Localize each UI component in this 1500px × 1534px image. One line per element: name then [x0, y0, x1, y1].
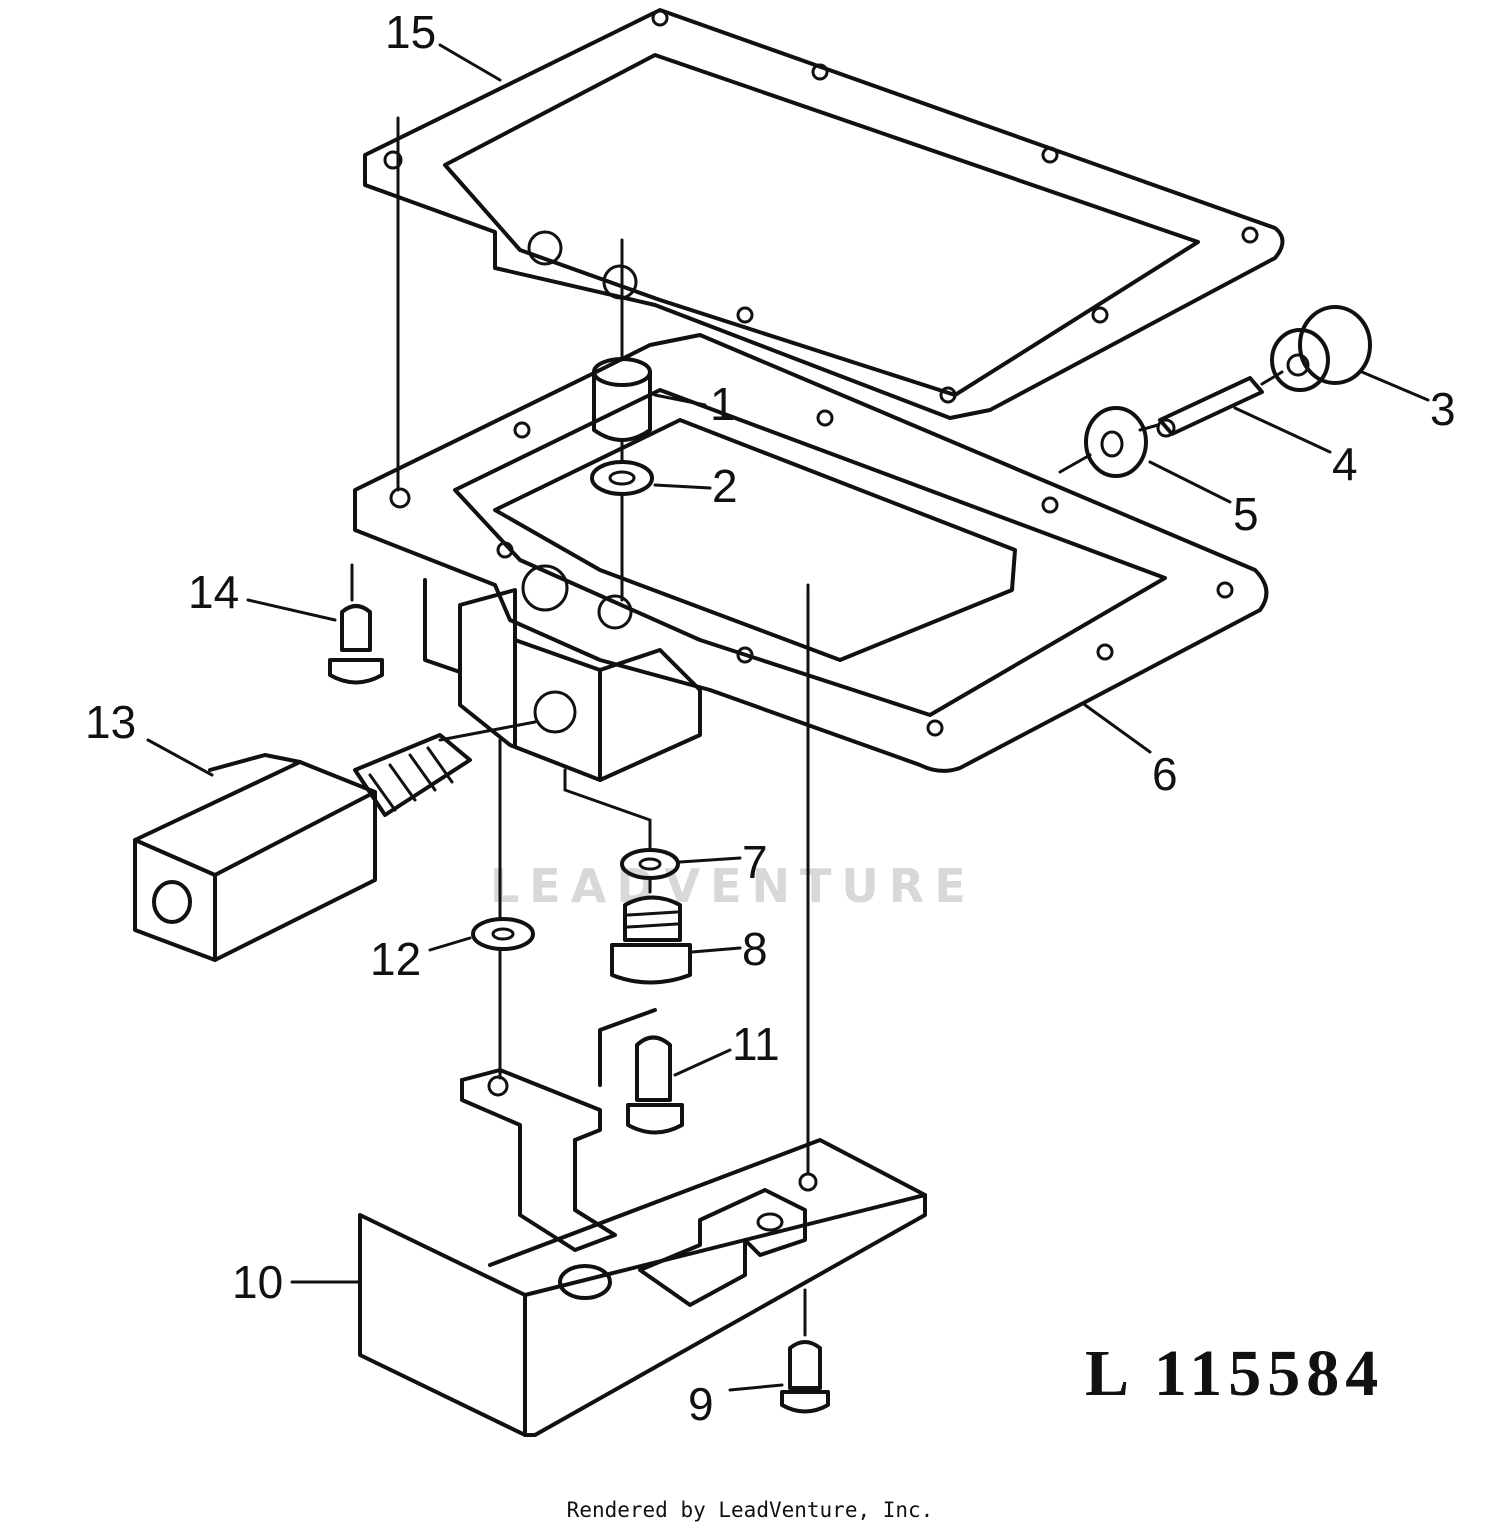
- part-14-screw: [328, 604, 384, 685]
- callout-4: 4: [1332, 438, 1358, 490]
- part-2-ring: [590, 460, 654, 496]
- part-6-cover: [353, 333, 1269, 773]
- part-4-pin: [1156, 376, 1264, 438]
- callout-6: 6: [1152, 748, 1178, 800]
- credit-footer: Rendered by LeadVenture, Inc.: [566, 1498, 934, 1522]
- callout-10: 10: [232, 1256, 283, 1308]
- part-13-solenoid: [133, 733, 472, 962]
- callout-labels: 1 2 3 4 5 6 7 8 9 10 11 12 13 14 15: [85, 6, 1456, 1430]
- leader-lines: [146, 43, 1430, 1392]
- callout-15: 15: [385, 6, 436, 58]
- callout-9: 9: [688, 1378, 714, 1430]
- assembly-lines: [350, 116, 1284, 1337]
- callout-12: 12: [370, 933, 421, 985]
- callout-8: 8: [742, 923, 768, 975]
- part-10-bracket: [358, 1008, 927, 1437]
- callout-3: 3: [1430, 383, 1456, 435]
- figure-id: L 115584: [1085, 1337, 1384, 1410]
- callout-14: 14: [188, 566, 239, 618]
- part-11-screw: [626, 1035, 684, 1135]
- part-9-screw: [780, 1340, 830, 1414]
- callout-11: 11: [732, 1018, 780, 1070]
- part-3-plug: [1270, 305, 1372, 392]
- callout-13: 13: [85, 696, 136, 748]
- part-5-washer: [1084, 406, 1148, 478]
- callout-7: 7: [742, 836, 768, 888]
- part-12-washer: [471, 917, 535, 951]
- part-7-washer: [620, 848, 680, 880]
- callout-2: 2: [712, 460, 738, 512]
- callout-1: 1: [710, 378, 736, 430]
- part-15-gasket: [363, 8, 1285, 420]
- callout-5: 5: [1233, 488, 1259, 540]
- watermark-text: LEADVENTURE: [490, 859, 976, 913]
- valve-block: [423, 578, 702, 782]
- part-8-fitting: [610, 895, 692, 985]
